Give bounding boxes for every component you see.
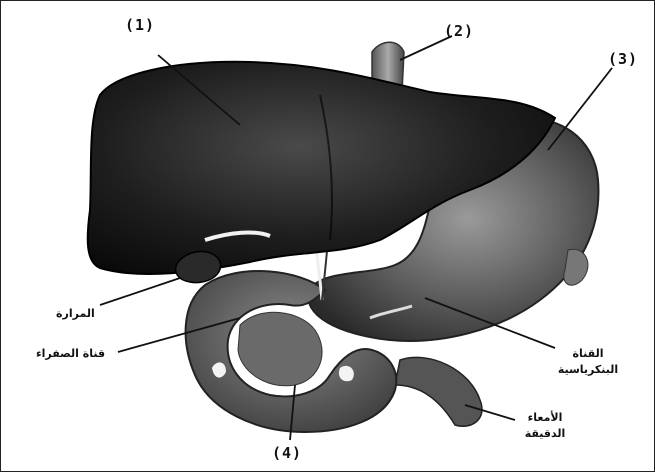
label-bile-duct: قناة الصفراء (36, 346, 105, 362)
label-small-intestine-line2: الدقيقة (505, 426, 585, 442)
pancreas-head (238, 312, 322, 386)
label-pancreatic-duct-line1: القناة (548, 346, 628, 362)
label-small-intestine-line1: الأمعاء (505, 410, 585, 426)
label-number-4: (4) (272, 444, 302, 462)
label-small-intestine: الأمعاء الدقيقة (505, 410, 585, 442)
label-number-1: (1) (125, 16, 155, 34)
label-number-3: (3) (608, 50, 638, 68)
label-gallbladder: المرارة (56, 306, 95, 322)
label-number-2: (2) (444, 22, 474, 40)
small-intestine (395, 357, 482, 426)
label-pancreatic-duct: القناة البنكرياسية (548, 346, 628, 378)
label-pancreatic-duct-line2: البنكرياسية (548, 362, 628, 378)
